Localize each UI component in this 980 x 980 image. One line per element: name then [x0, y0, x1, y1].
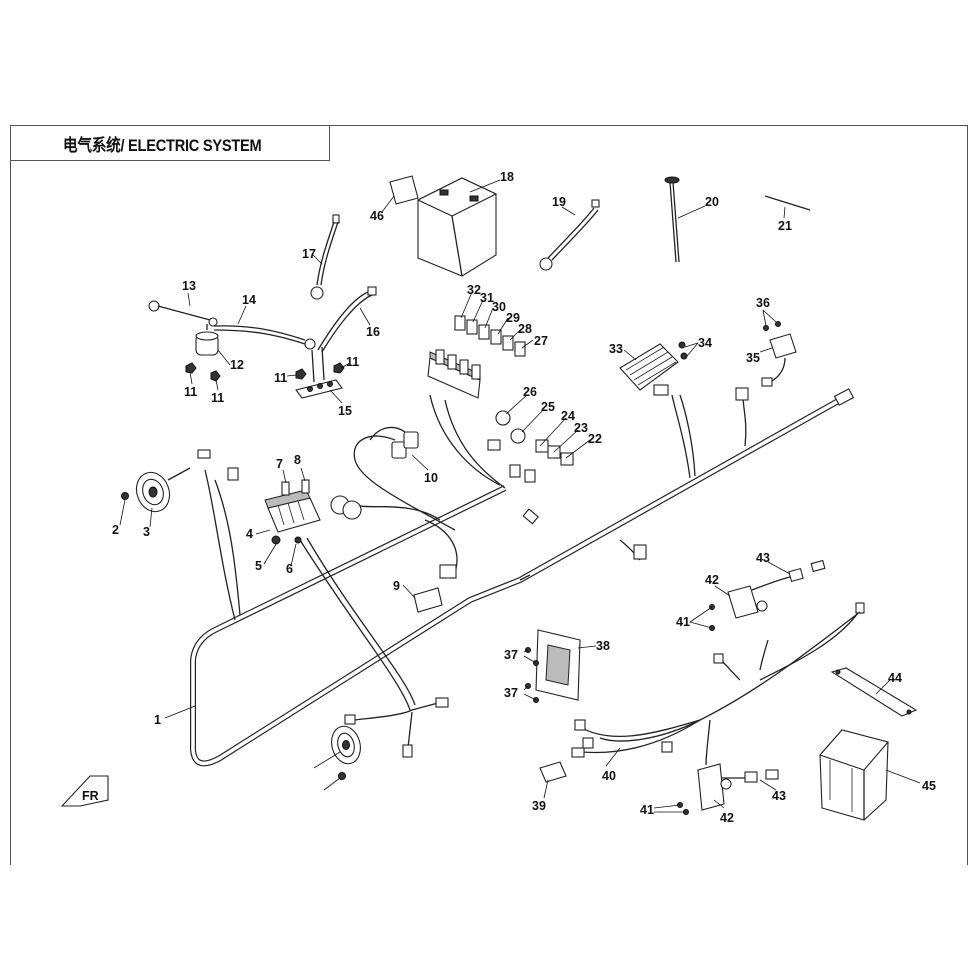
horn-lower: [331, 725, 361, 765]
sensor-42-lower: [697, 763, 779, 811]
callout-44: 44: [888, 671, 902, 685]
title-box: 电气系统/ ELECTRIC SYSTEM: [10, 125, 330, 161]
callout-13: 13: [182, 279, 196, 293]
callout-30: 30: [492, 300, 506, 314]
callout-46: 46: [370, 209, 384, 223]
callout-45: 45: [922, 779, 936, 793]
main-wiring-harness: [190, 391, 861, 767]
callout-3: 3: [143, 525, 150, 539]
callout-32: 32: [467, 283, 481, 297]
regulator-33: [619, 343, 679, 396]
cable-17: [310, 214, 340, 300]
callout-24: 24: [561, 409, 575, 423]
callout-25: 25: [541, 400, 555, 414]
callout-1: 1: [154, 713, 161, 727]
callout-41-b: 41: [640, 803, 654, 817]
bracket-39: [539, 761, 567, 783]
strap-20: [664, 176, 680, 263]
callout-8: 8: [294, 453, 301, 467]
bracket-44: [830, 667, 918, 717]
bolts-2: [121, 492, 346, 780]
callout-11-a: 11: [184, 385, 197, 399]
callout-33: 33: [609, 342, 623, 356]
callout-7: 7: [276, 457, 283, 471]
fuse-relay-board: [427, 349, 481, 399]
ecu-38: [535, 629, 581, 701]
battery-cable-14: [213, 325, 316, 350]
callout-17: 17: [302, 247, 316, 261]
callout-41-a: 41: [676, 615, 690, 629]
callout-37-b: 37: [504, 686, 518, 700]
callout-12: 12: [230, 358, 244, 372]
callout-23: 23: [574, 421, 588, 435]
callout-10: 10: [424, 471, 438, 485]
callout-22: 22: [588, 432, 602, 446]
cable-19: [539, 199, 600, 271]
starter-relay-12: [195, 324, 219, 356]
holder-45: [819, 729, 889, 821]
nuts-11: [185, 362, 345, 382]
callout-20: 20: [705, 195, 719, 209]
callout-15: 15: [338, 404, 352, 418]
callout-26: 26: [523, 385, 537, 399]
callout-43-b: 43: [772, 789, 786, 803]
callout-5: 5: [255, 559, 262, 573]
rod-21: [764, 195, 811, 211]
harness-connectors: [197, 387, 865, 758]
callout-6: 6: [286, 562, 293, 576]
callout-42-a: 42: [705, 573, 719, 587]
diagram-frame: [10, 125, 968, 865]
callout-19: 19: [552, 195, 566, 209]
ground-cable-16: [317, 286, 377, 353]
sensor-42-upper: [727, 559, 826, 619]
leader-lines: [119, 179, 921, 813]
callout-29: 29: [506, 311, 520, 325]
callout-31: 31: [480, 291, 494, 305]
front-direction-marker: FR: [60, 775, 109, 807]
battery-pad-46: [389, 175, 419, 205]
fuses-27-32: [454, 315, 526, 357]
callout-21: 21: [778, 219, 792, 233]
callout-37-a: 37: [504, 648, 518, 662]
battery-18: [416, 177, 498, 277]
callout-16: 16: [366, 325, 380, 339]
sensor-35: [761, 333, 797, 387]
front-marker-text: FR: [82, 789, 99, 803]
callout-9: 9: [393, 579, 400, 593]
sub-harness-40: [571, 611, 861, 766]
callout-42-b: 42: [720, 811, 734, 825]
callout-2: 2: [112, 523, 119, 537]
callout-35: 35: [746, 351, 760, 365]
callout-14: 14: [242, 293, 256, 307]
terminal-block-15: [295, 346, 343, 399]
connector-9: [413, 564, 457, 613]
relays-10: [369, 426, 419, 459]
callout-4: 4: [246, 527, 253, 541]
screws-36: [763, 321, 781, 331]
callout-38: 38: [596, 639, 610, 653]
callout-40: 40: [602, 769, 616, 783]
page-title: 电气系统/ ELECTRIC SYSTEM: [63, 135, 262, 155]
callout-34: 34: [698, 336, 712, 350]
horn-upper: [135, 467, 191, 513]
battery-cable-13: [148, 300, 218, 327]
callout-28: 28: [518, 322, 532, 336]
callout-27: 27: [534, 334, 548, 348]
callout-labels: 1 2 3 4 5 6 7 8 9 10 11 11 11 11 12 13 1…: [112, 170, 936, 825]
callout-18: 18: [500, 170, 514, 184]
screws-34: [678, 341, 688, 360]
callout-11-b: 11: [211, 391, 224, 405]
callout-43-a: 43: [756, 551, 770, 565]
callout-39: 39: [532, 799, 546, 813]
fuse-box: [264, 479, 321, 545]
callout-36: 36: [756, 296, 770, 310]
callout-11-c: 11: [274, 371, 287, 385]
callout-11-d: 11: [346, 355, 359, 369]
